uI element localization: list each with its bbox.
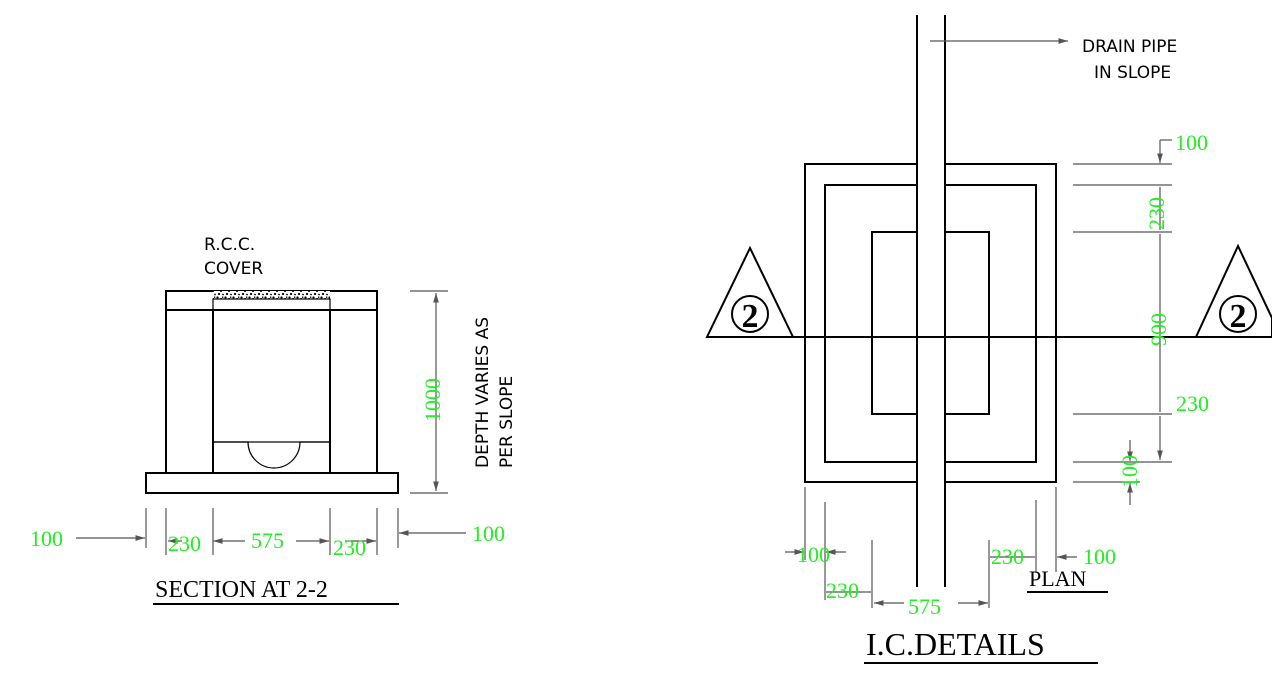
plan-view: 2 2 DRAIN PIPE IN SLOPE 100 230 900 230 … — [705, 15, 1272, 664]
plan-dim-left-230: 230 — [826, 578, 859, 603]
section-view: R.C.C. COVER 1000 DEPTH VARIES AS PER SL… — [30, 235, 517, 605]
section-title: SECTION AT 2-2 — [155, 577, 328, 603]
section-dim-inner-575: 575 — [251, 528, 284, 553]
plan-dim-bottom-230: 230 — [1176, 391, 1209, 416]
section-marker-left-label: 2 — [742, 298, 759, 335]
plan-dim-900: 900 — [1146, 313, 1171, 346]
section-dim-wall-right-230: 230 — [333, 535, 366, 560]
section-dim-wall-left-230: 230 — [168, 531, 201, 556]
rcc-cover-label-line1: R.C.C. — [204, 235, 255, 255]
drain-pipe-label-line2: IN SLOPE — [1094, 63, 1171, 83]
section-dim-left-100: 100 — [30, 526, 63, 551]
plan-dim-575: 575 — [908, 594, 941, 619]
section-benching — [212, 441, 331, 474]
plan-title: PLAN — [1029, 566, 1087, 591]
section-marker-right: 2 — [1194, 243, 1272, 338]
depth-varies-line2: PER SLOPE — [497, 376, 517, 468]
plan-dim-top-230: 230 — [1144, 197, 1169, 230]
drain-pipe-label-line1: DRAIN PIPE — [1082, 37, 1177, 57]
section-marker-left: 2 — [705, 245, 795, 338]
plan-dim-left-100: 100 — [797, 542, 830, 567]
depth-varies-line1: DEPTH VARIES AS — [473, 317, 493, 468]
section-base-slab — [145, 472, 399, 494]
plan-dim-right-230: 230 — [991, 544, 1024, 569]
rcc-cover-label-line2: COVER — [204, 259, 263, 279]
section-right-wall — [329, 309, 378, 474]
section-marker-right-label: 2 — [1230, 298, 1247, 335]
plan-dim-right-100: 100 — [1083, 544, 1116, 569]
main-title: I.C.DETAILS — [866, 626, 1045, 662]
section-inner-chamber — [212, 298, 331, 443]
rcc-cover-inner-band — [213, 291, 330, 299]
section-left-wall — [165, 309, 214, 474]
depth-1000-label: 1000 — [420, 378, 445, 422]
section-dim-right-100: 100 — [472, 521, 505, 546]
plan-dim-top-100: 100 — [1175, 130, 1208, 155]
plan-dim-bottom-100: 100 — [1117, 455, 1142, 488]
